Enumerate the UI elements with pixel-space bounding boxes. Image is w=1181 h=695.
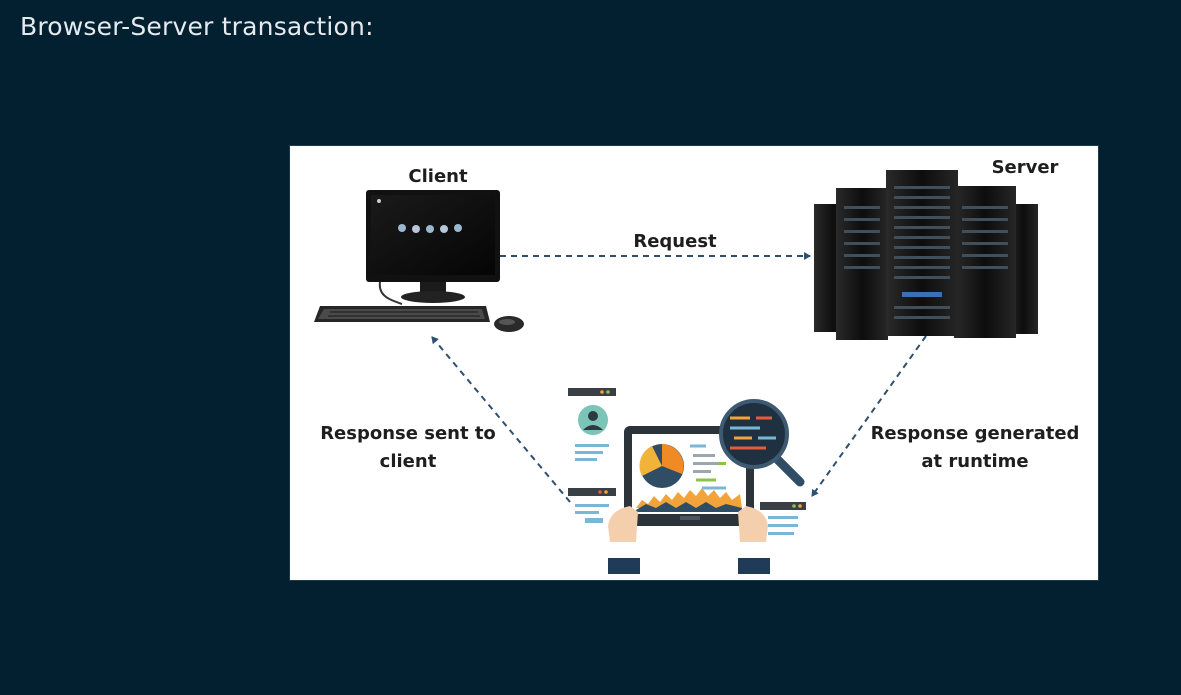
response-sent-arrow (431, 336, 571, 503)
slide-title: Browser-Server transaction: (20, 12, 374, 41)
response-sent-label: Response sent to client (320, 423, 496, 472)
desktop-computer-icon (314, 190, 524, 332)
response-generated-label: Response generated at runtime (870, 423, 1080, 472)
server-label: Server (991, 157, 1059, 178)
client-label: Client (408, 166, 468, 187)
diagram-canvas (314, 170, 1038, 574)
analytics-tablet-icon (568, 388, 806, 574)
pie-chart-icon (639, 444, 684, 488)
diagram-panel: Client Server Request Response sent to c… (290, 146, 1098, 580)
request-label: Request (633, 231, 717, 252)
magnifier-icon (719, 399, 805, 487)
user-avatar-icon (578, 405, 608, 435)
server-rack-icon (814, 170, 1038, 340)
